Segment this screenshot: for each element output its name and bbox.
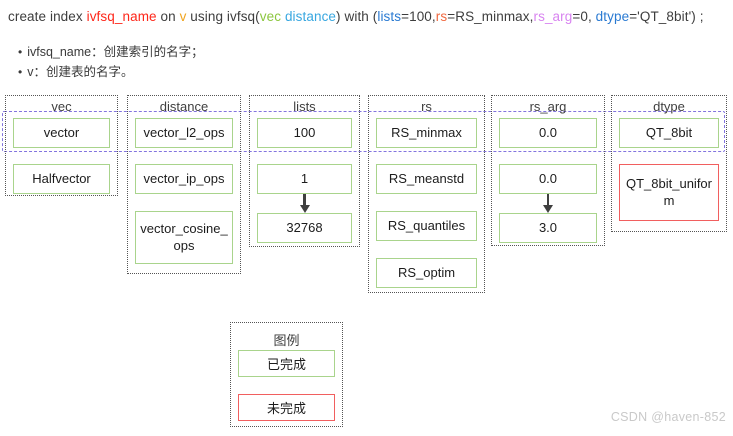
value-box-rs-arg-min: 0.0: [499, 164, 597, 194]
column-header-rs-arg: rs_arg: [529, 99, 567, 114]
value-box-rs-minmax: RS_minmax: [376, 118, 477, 148]
code-segment: =100,: [401, 9, 436, 24]
code-segment-dtype: dtype: [595, 9, 630, 24]
code-segment-vec: vec: [259, 9, 282, 24]
value-box-rs-optim: RS_optim: [376, 258, 477, 288]
note-text: v：创建表的名字。: [27, 65, 134, 79]
code-segment: create index: [8, 9, 87, 24]
value-box-ip-ops: vector_ip_ops: [135, 164, 233, 194]
column-distance: distance vector_l2_ops vector_ip_ops vec…: [127, 95, 241, 274]
note-item: v：创建表的名字。: [18, 64, 204, 80]
code-segment-index-name: ivfsq_name: [86, 9, 157, 24]
column-lists: lists 100 1 32768: [249, 95, 360, 247]
value-box-halfvector: Halfvector: [13, 164, 110, 194]
column-header-rs: rs: [421, 99, 432, 114]
legend: 图例 已完成 未完成: [230, 322, 343, 427]
code-segment: using ivfsq(: [186, 9, 260, 24]
column-vec: vec vector Halfvector: [5, 95, 118, 196]
value-box-qt8bit: QT_8bit: [619, 118, 719, 148]
column-header-lists: lists: [293, 99, 316, 114]
value-box-qt8bit-uniform: QT_8bit_uniform: [619, 164, 719, 221]
watermark: CSDN @haven-852: [610, 410, 726, 424]
code-segment: =0,: [572, 9, 596, 24]
code-segment-table-name: v: [179, 9, 187, 24]
note-text: ivfsq_name：创建索引的名字；: [27, 45, 204, 59]
column-header-dtype: dtype: [653, 99, 685, 114]
default-values-band: [2, 111, 725, 152]
arrow-head: [543, 205, 553, 213]
code-segment: ) with (: [336, 9, 378, 24]
sql-statement: create index ivfsq_name on v using ivfsq…: [8, 9, 704, 24]
code-segment: =RS_minmax,: [447, 9, 534, 24]
notes-list: ivfsq_name：创建索引的名字； v：创建表的名字。: [18, 44, 204, 84]
column-rs: rs RS_minmax RS_meanstd RS_quantiles RS_…: [368, 95, 485, 293]
value-box-vector: vector: [13, 118, 110, 148]
value-box-cosine-ops: vector_cosine_ops: [135, 211, 233, 264]
arrow-head: [299, 205, 310, 213]
column-dtype: dtype QT_8bit QT_8bit_uniform: [611, 95, 727, 232]
arrow-shaft: [546, 194, 550, 205]
code-segment: ='QT_8bit') ;: [629, 9, 704, 24]
code-segment-rs-arg: rs_arg: [533, 9, 573, 24]
code-segment-rs: rs: [435, 9, 448, 24]
column-rs-arg: rs_arg 0.0 0.0 3.0: [491, 95, 605, 246]
value-box-lists-default: 100: [257, 118, 352, 148]
value-box-l2-ops: vector_l2_ops: [135, 118, 233, 148]
note-item: ivfsq_name：创建索引的名字；: [18, 44, 204, 60]
value-box-lists-min: 1: [257, 164, 352, 194]
value-box-lists-max: 32768: [257, 213, 352, 243]
column-header-distance: distance: [159, 99, 209, 114]
value-box-rs-arg-default: 0.0: [499, 118, 597, 148]
range-arrow-icon: [250, 194, 359, 213]
arrow-shaft: [303, 194, 306, 205]
value-box-rs-arg-max: 3.0: [499, 213, 597, 243]
legend-completed-box: 已完成: [238, 350, 335, 377]
code-segment-distance: distance: [284, 9, 337, 24]
range-arrow-icon: [492, 194, 604, 213]
legend-title: 图例: [273, 333, 300, 348]
code-segment: on: [156, 9, 180, 24]
value-box-rs-meanstd: RS_meanstd: [376, 164, 477, 194]
column-header-vec: vec: [51, 99, 72, 114]
value-box-rs-quantiles: RS_quantiles: [376, 211, 477, 241]
code-segment-lists: lists: [377, 9, 402, 24]
legend-incomplete-box: 未完成: [238, 394, 335, 421]
